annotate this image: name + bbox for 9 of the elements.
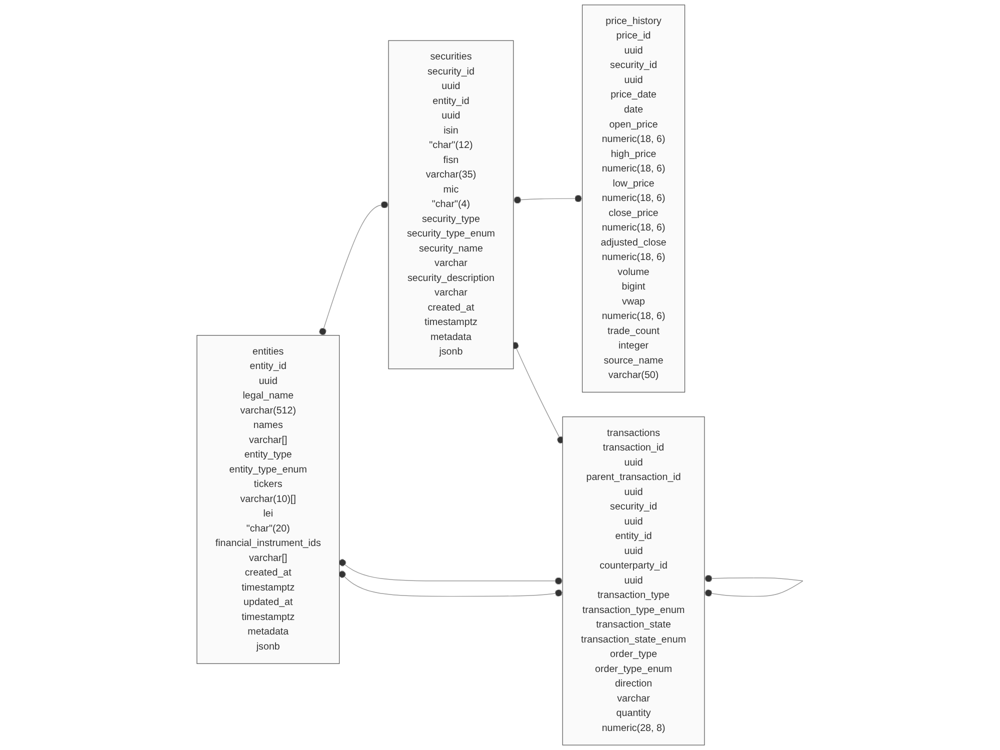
- node-box: securities security_id uuid entity_id uuid isin "char"(12) fisn varchar(35) mic "char"(4) security_type security_type_enum security_name varchar security_description varchar created_at timestamptz metadata jsonb: [388, 40, 514, 370]
- connector: [704, 574, 804, 597]
- node-box: price_history price_id uuid security_id uuid price_date date open_price numeric(18, 6) high_price numeric(18, 6) low_price numeric(18, 6) close_price numeric(18, 6) adjusted_close numeric(18, 6) volume bigint vwap numeric(18, 6) trade_count integer source_name varchar(50): [582, 4, 686, 393]
- connector: [319, 201, 389, 336]
- connector: [338, 570, 564, 597]
- connector: [513, 194, 583, 204]
- node-box: entities entity_id uuid legal_name varchar(512) names varchar[] entity_type entity_type_enum tickers varchar(10)[] lei "char"(20) financial_instrument_ids varchar[] created_at timestamptz updated_at timestamptz metadata jsonb: [196, 335, 340, 664]
- connector: [338, 558, 564, 585]
- node-box: transactions transaction_id uuid parent_transaction_id uuid security_id uuid entity_id uuid counterparty_id uuid transaction_type transaction_type_enum transaction_state transaction_state_enum order_type order_type_enum direction varchar quantity numeric(28, 8): [562, 416, 705, 746]
